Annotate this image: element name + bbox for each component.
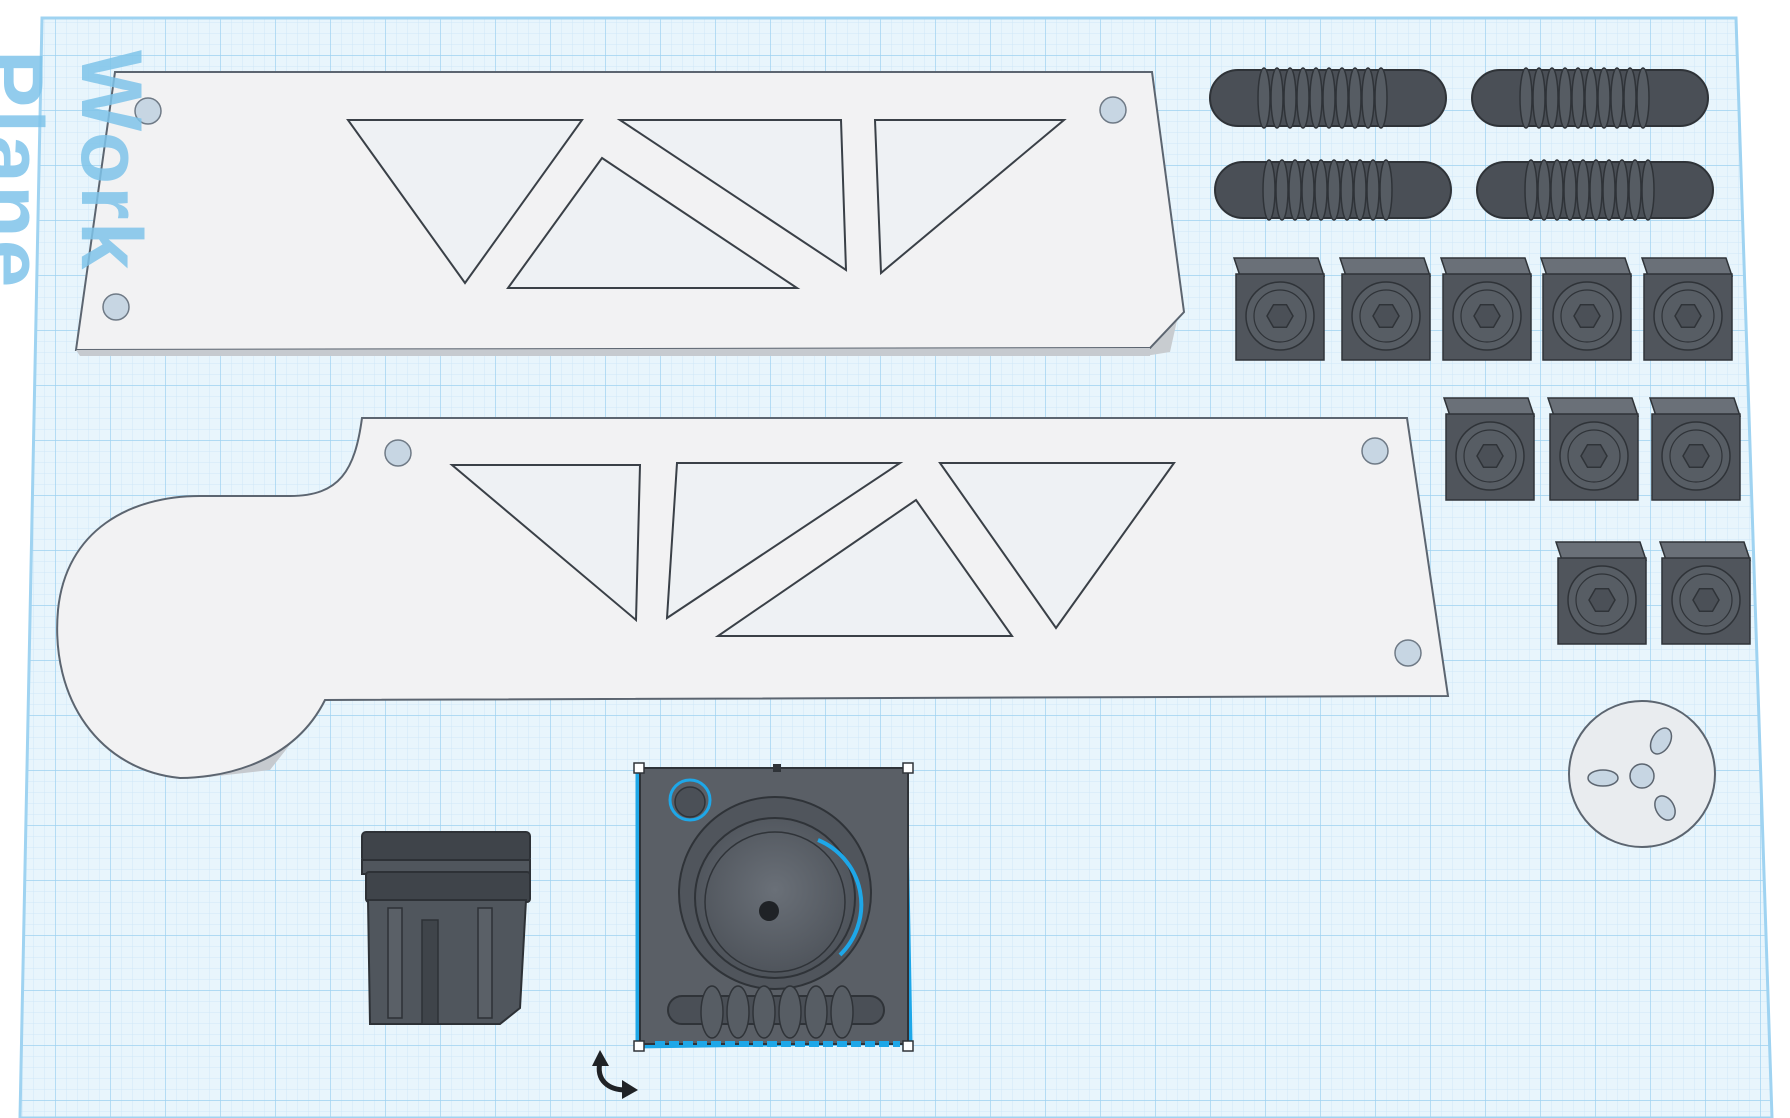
hex-nut-block[interactable]	[1658, 541, 1752, 645]
screw-hole	[1361, 437, 1389, 465]
triangle-cutout	[616, 119, 848, 272]
triangle-cutout	[665, 462, 904, 620]
threaded-rod[interactable]	[1209, 67, 1447, 129]
thread-ring	[830, 985, 854, 1039]
hex-nut-block[interactable]	[1439, 257, 1533, 361]
triangle-cutout	[346, 119, 584, 285]
top-plate[interactable]	[74, 71, 1186, 356]
hex-nut-block[interactable]	[1640, 257, 1734, 361]
threaded-rods[interactable]	[1209, 67, 1714, 221]
triangle-cutout	[714, 498, 1014, 637]
workplane-label: Work Plane	[0, 50, 159, 290]
screw-hole	[134, 97, 162, 125]
hex-nut-block[interactable]	[1338, 257, 1432, 361]
round-disc[interactable]	[1568, 700, 1716, 848]
triangle-cutout	[873, 119, 1067, 276]
threaded-rod[interactable]	[1476, 159, 1714, 221]
thread-ring	[778, 985, 802, 1039]
hex-nut-blocks[interactable]	[1232, 257, 1752, 645]
thread-ring	[804, 985, 828, 1039]
hex-nut-block[interactable]	[1554, 541, 1648, 645]
screw-hole	[384, 439, 412, 467]
thread-ring	[726, 985, 750, 1039]
screw-hole	[102, 293, 130, 321]
selection-handle[interactable]	[902, 762, 914, 774]
thread-ring	[700, 985, 724, 1039]
hex-nut-block[interactable]	[1539, 257, 1633, 361]
selection-handle[interactable]	[902, 1040, 914, 1052]
selected-motor-housing[interactable]	[633, 762, 914, 1052]
screw-hole	[1099, 96, 1127, 124]
bottom-plate[interactable]	[56, 417, 1450, 780]
hex-nut-block[interactable]	[1648, 397, 1742, 501]
threaded-rod[interactable]	[1214, 159, 1452, 221]
connector-block[interactable]	[361, 831, 531, 1025]
threaded-rod[interactable]	[1471, 67, 1709, 129]
selection-handle[interactable]	[633, 762, 645, 774]
selection-handle[interactable]	[633, 1040, 645, 1052]
hex-nut-block[interactable]	[1546, 397, 1640, 501]
selection-handle[interactable]	[773, 764, 781, 772]
rotate-arrow-icon[interactable]	[592, 1050, 638, 1099]
triangle-cutout	[506, 156, 801, 289]
triangle-cutout	[449, 464, 642, 623]
hex-nut-block[interactable]	[1442, 397, 1536, 501]
screw-hole	[1394, 639, 1422, 667]
hex-nut-block[interactable]	[1232, 257, 1326, 361]
thread-ring	[752, 985, 776, 1039]
triangle-cutout	[938, 462, 1176, 630]
